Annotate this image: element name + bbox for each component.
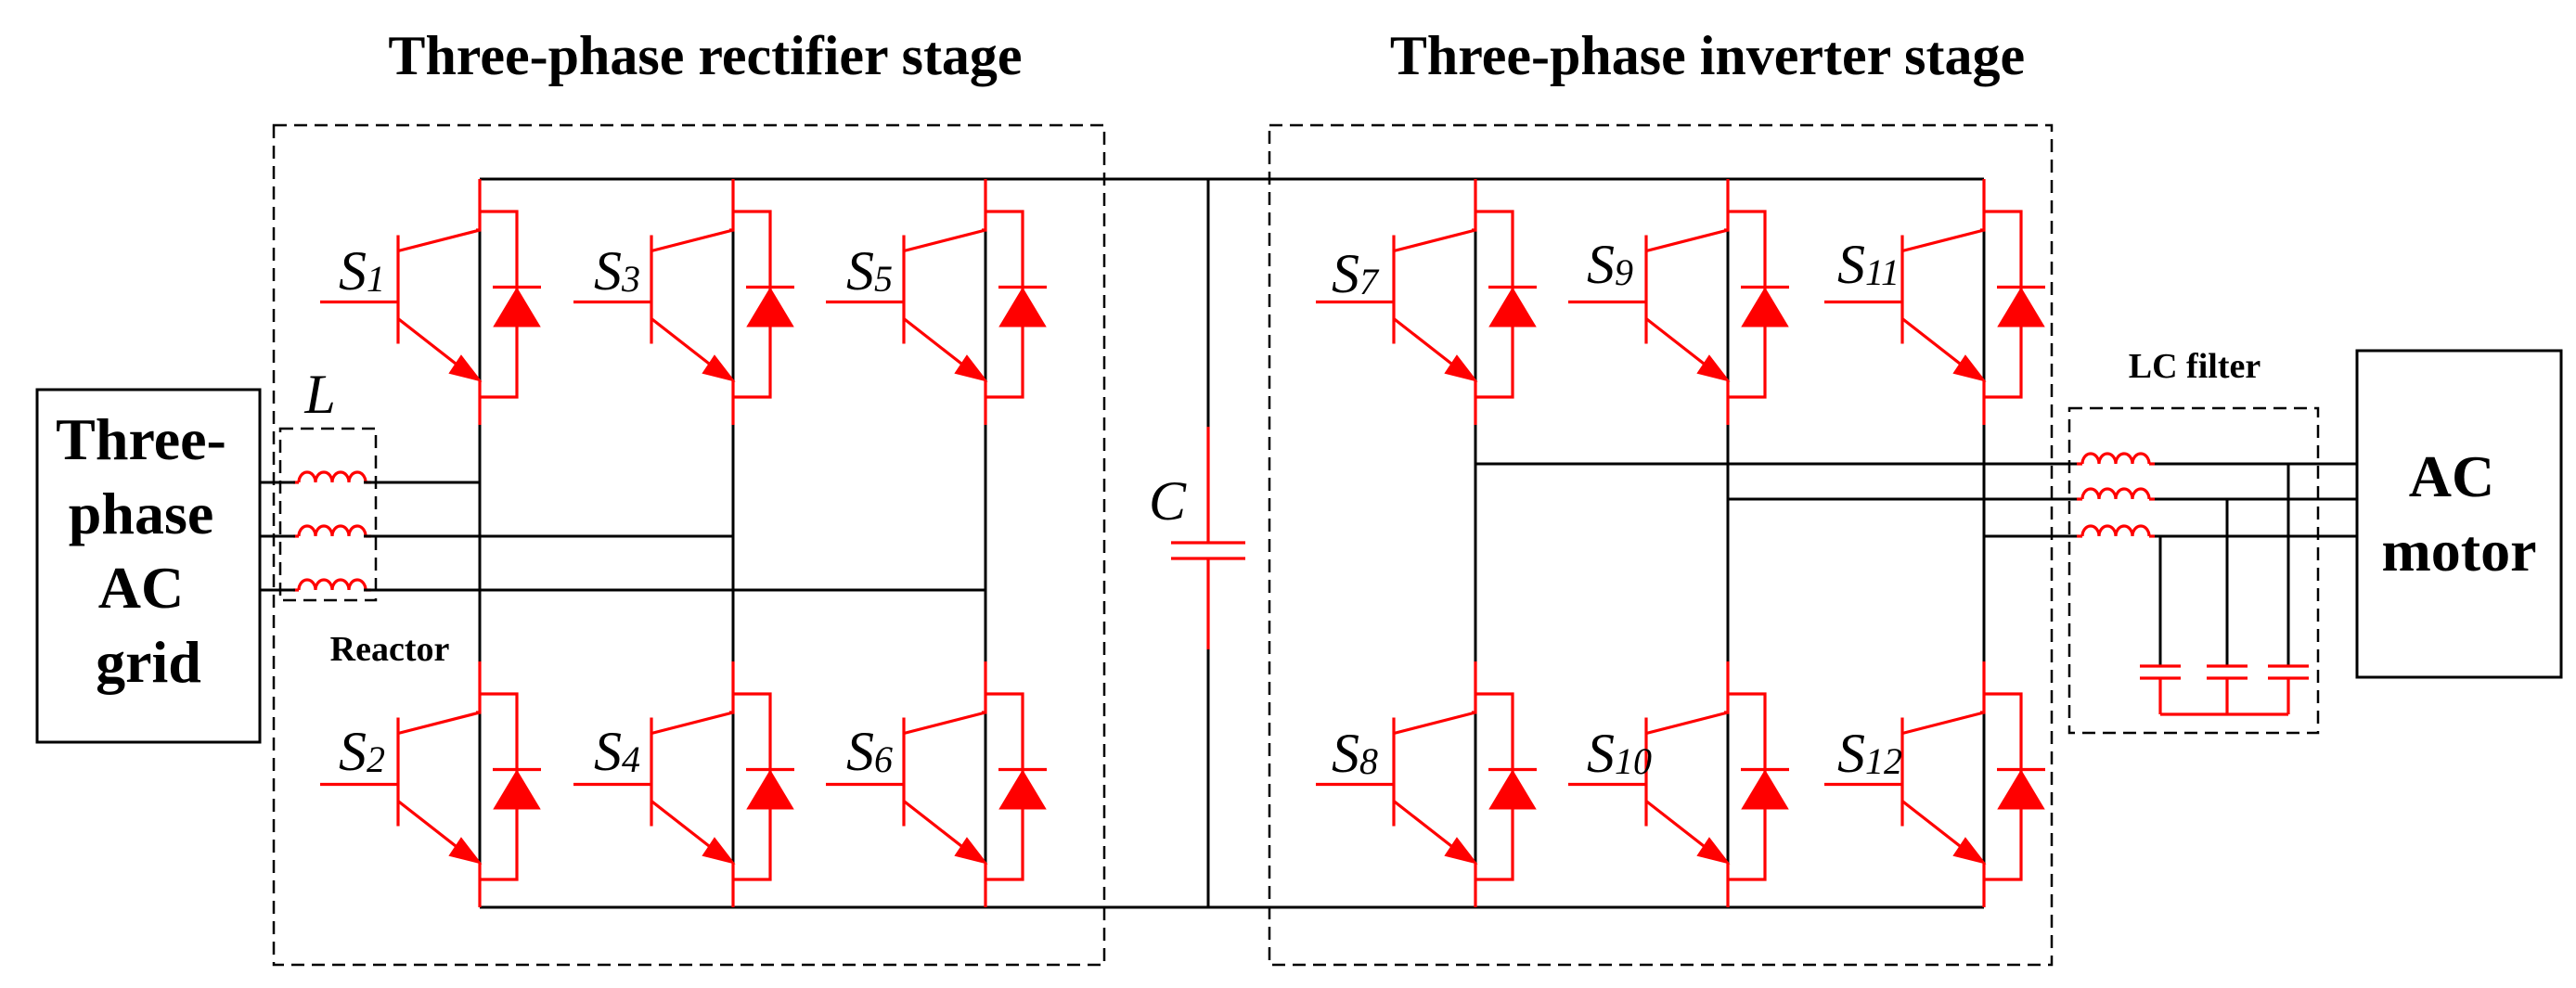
filter-capacitor-1 [2140,536,2181,714]
inverter-title: Three-phase inverter stage [1390,25,2025,86]
wiring [260,177,2357,909]
igbt-s7: S7 [1316,179,1537,425]
filter-inductor-1 [2077,452,2155,466]
filter-capacitor-3 [2268,464,2309,714]
switch-label-s10: S10 [1587,723,1652,784]
switch-letter: S [846,721,874,782]
switch-letter: S [1587,723,1615,784]
switch-label-s12: S12 [1837,723,1902,784]
igbt-s8: S8 [1316,661,1537,907]
switch-label-s4: S4 [594,721,640,782]
switch-index: 3 [621,258,640,300]
reactor-symbol: L [303,364,335,425]
reactor-coil-3 [293,578,371,592]
lc-filter-components [2077,452,2309,716]
capacitor-symbol: C [1149,470,1187,532]
reactor-label: Reactor [330,630,450,669]
rectifier-stage-boundary [272,123,1106,967]
igbt-s1: S1 [320,179,541,425]
ac-motor-box [2355,349,2563,679]
ac-motor-label: AC motor [2381,443,2536,584]
switch-index: 8 [1359,740,1378,782]
switch-label-s11: S11 [1837,234,1900,295]
igbt-s4: S4 [573,661,794,907]
switch-label-s7: S7 [1332,243,1380,304]
reactor-coil-1 [293,470,371,484]
switch-index: 1 [367,258,385,300]
switch-letter: S [339,721,367,782]
input-reactor: L Reactor [278,364,450,669]
switch-index: 9 [1615,251,1633,293]
ac-grid-label: Three- phase AC grid [56,406,241,695]
reactor-boundary [278,427,378,602]
igbt-s11: S11 [1824,179,2045,425]
switch-index: 4 [622,738,640,780]
switch-letter: S [846,240,874,302]
igbt-s5: S5 [826,179,1047,425]
switch-letter: S [594,240,622,302]
switch-label-s2: S2 [339,721,385,782]
switch-label-s8: S8 [1332,723,1378,784]
switch-label-s6: S6 [846,721,893,782]
switch-letter: S [1332,243,1359,304]
filter-capacitor-2 [2207,499,2248,714]
igbt-s9: S9 [1568,179,1789,425]
ac-grid-block: Three- phase AC grid [35,388,262,744]
igbt-s12: S12 [1824,661,2045,907]
igbt-s2: S2 [320,661,541,907]
igbt-s3: S3 [573,179,794,425]
switch-index: 10 [1615,740,1652,782]
switch-index: 12 [1865,740,1902,782]
filter-inductor-3 [2077,524,2155,538]
switch-index: 7 [1359,261,1380,302]
lc-filter-label: LC filter [2129,347,2261,386]
switch-index: 6 [874,738,893,780]
reactor-coils [293,470,371,592]
switch-label-s1: S1 [339,240,385,302]
switch-index: 2 [367,738,385,780]
lc-filter: LC filter [2067,347,2320,735]
rectifier-title: Three-phase rectifier stage [388,25,1022,86]
switch-letter: S [1587,234,1615,295]
switch-letter: S [1332,723,1359,784]
dc-link-capacitor: C [1149,427,1245,649]
lc-filter-boundary [2067,406,2320,735]
ac-motor-block: AC motor [2355,349,2563,679]
switch-label-s5: S5 [846,240,893,302]
switch-index: 11 [1865,251,1900,293]
switch-label-s3: S3 [594,240,640,302]
igbt-s10: S10 [1568,661,1789,907]
igbt-s6: S6 [826,661,1047,907]
switch-letter: S [1837,234,1865,295]
reactor-coil-2 [293,524,371,538]
switch-letter: S [1837,723,1865,784]
filter-inductor-2 [2077,487,2155,501]
switch-index: 5 [874,258,893,300]
ac-grid-box [35,388,262,744]
inverter-stage-boundary [1268,123,2054,967]
switch-letter: S [594,721,622,782]
switch-label-s9: S9 [1587,234,1633,295]
switch-letter: S [339,240,367,302]
